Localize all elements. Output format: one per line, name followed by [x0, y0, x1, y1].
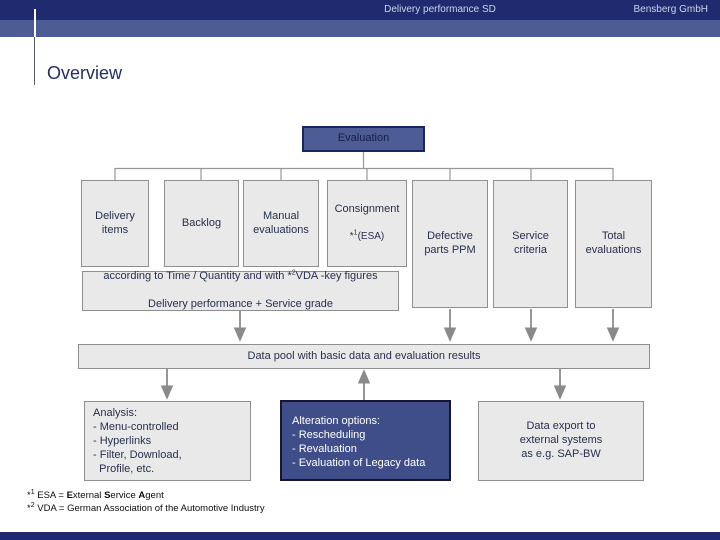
sub-bar [0, 20, 720, 37]
box-data-pool: Data pool with basic data and evaluation… [78, 344, 650, 369]
title-accent-line [34, 37, 35, 85]
box-according: according to Time / Quantity and with *2… [82, 269, 399, 311]
footnote-esa: *1 ESA = External Service Agent [27, 488, 164, 501]
box-delivery-items-label: Delivery items [95, 209, 135, 236]
box-delivery-items: Delivery items [81, 180, 149, 267]
evaluation-label: Evaluation [337, 132, 390, 145]
box-analysis-label: Analysis: - Menu-controlled - Hyperlinks… [93, 407, 182, 475]
box-alteration-options-label: Alteration options: - Rescheduling - Rev… [292, 415, 426, 469]
header-accent-line [34, 9, 36, 37]
header-title: Delivery performance SD [384, 4, 496, 15]
header-company: Bensberg GmbH [633, 4, 708, 15]
box-consignment-label: Consignment *1(ESA) [334, 203, 400, 243]
box-consignment: Consignment *1(ESA) [327, 180, 407, 267]
box-data-export: Data export to external systems as e.g. … [478, 401, 644, 481]
box-manual-evaluations-label: Manual evaluations [253, 209, 309, 236]
box-service-criteria: Service criteria [493, 180, 568, 308]
box-data-pool-label: Data pool with basic data and evaluation… [247, 349, 481, 362]
box-defective-parts-ppm-label: Defective parts PPM [424, 230, 476, 256]
box-defective-parts-ppm: Defective parts PPM [412, 180, 488, 308]
box-total-evaluations-label: Total evaluations [585, 230, 642, 256]
box-alteration-options: Alteration options: - Rescheduling - Rev… [280, 400, 451, 481]
footnotes: *1 ESA = External Service Agent *2 VDA =… [27, 489, 265, 515]
footnote-vda: *2 VDA = German Association of the Autom… [27, 501, 265, 514]
evaluation-box: Evaluation [302, 126, 425, 152]
box-analysis: Analysis: - Menu-controlled - Hyperlinks… [84, 401, 251, 481]
page-title: Overview [47, 63, 123, 83]
box-service-criteria-label: Service criteria [512, 230, 549, 256]
bottom-bar [0, 532, 720, 540]
box-backlog-label: Backlog [181, 216, 222, 229]
box-backlog: Backlog [164, 180, 239, 267]
box-data-export-label: Data export to external systems as e.g. … [519, 420, 603, 460]
top-bar [0, 0, 720, 20]
box-manual-evaluations: Manual evaluations [243, 180, 319, 267]
box-total-evaluations: Total evaluations [575, 180, 652, 308]
box-according-label: according to Time / Quantity and with *2… [103, 269, 378, 310]
